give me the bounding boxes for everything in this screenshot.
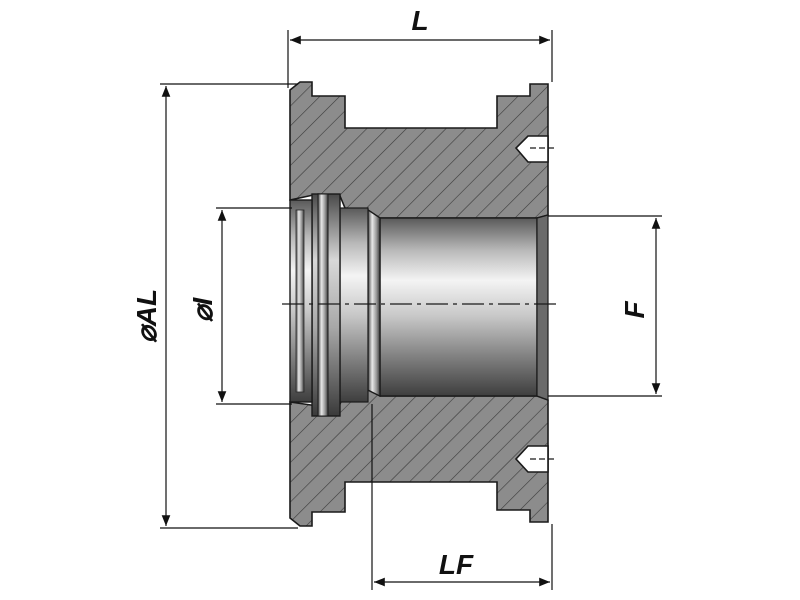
dimension-label-outer-diameter: ⌀AL	[131, 289, 162, 343]
dimension-label-thread-length: LF	[439, 549, 474, 580]
bore-chamfer-right	[536, 214, 549, 401]
pin-hole-upper	[514, 135, 556, 163]
dimension-label-inner-diameter: ⌀I	[187, 296, 218, 322]
threaded-bore	[379, 217, 538, 397]
bore	[289, 193, 549, 417]
pin-hole-lower	[514, 445, 556, 473]
dimension-lines	[160, 30, 662, 590]
dimension-label-length: L	[411, 5, 428, 36]
groove-flank	[317, 193, 329, 417]
upper-section	[289, 81, 549, 219]
dimension-label-thread-diameter: F	[619, 301, 650, 319]
bore-step	[367, 208, 381, 397]
counterbore	[339, 207, 369, 403]
